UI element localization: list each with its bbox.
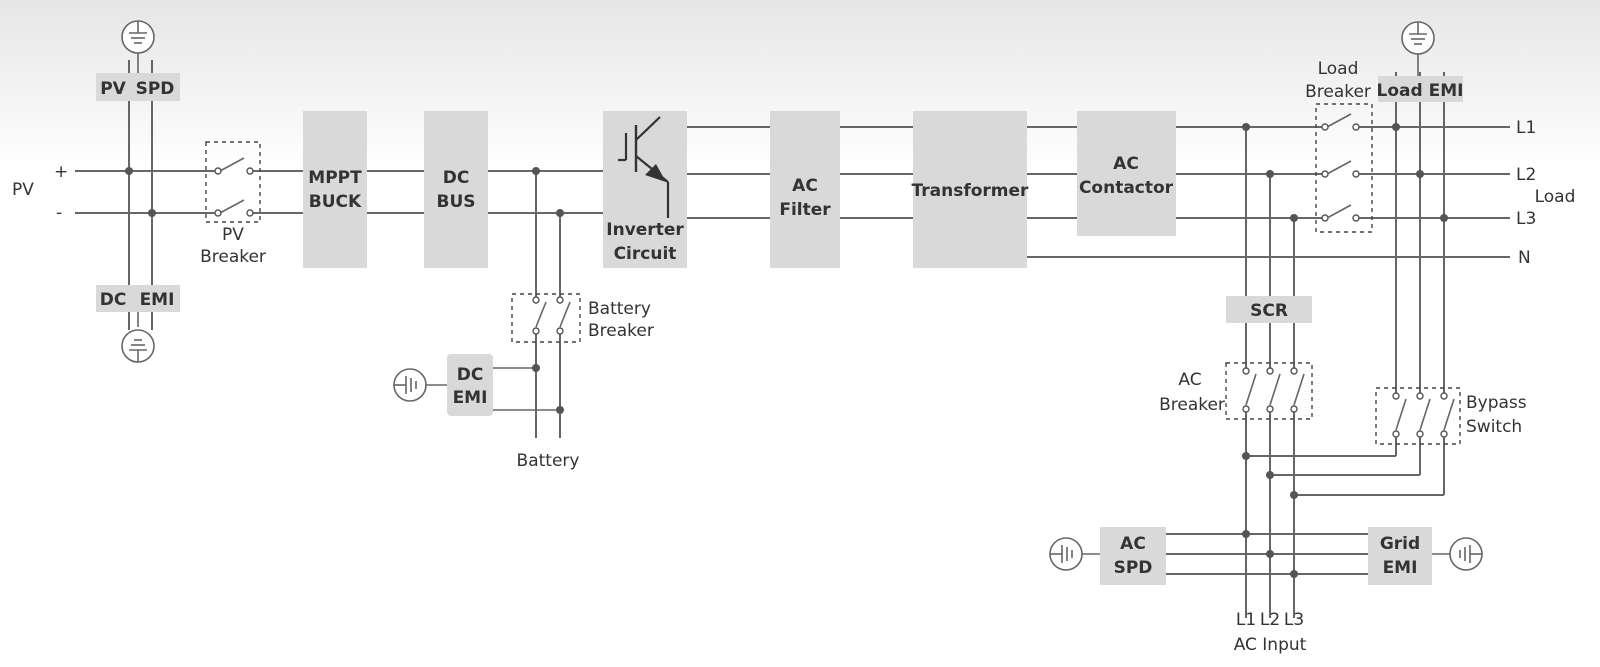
bypass-switch: [1375, 387, 1461, 445]
inverter-circuit-block: Inverter Circuit: [603, 111, 687, 268]
transformer-label: Transformer: [912, 181, 1030, 201]
dc-emi-battery-label-2: EMI: [453, 388, 488, 408]
switch-icon: [214, 157, 254, 175]
load-breaker: [1315, 103, 1373, 233]
bypass-switch-label-2: Switch: [1466, 417, 1522, 437]
plus-label: +: [54, 162, 68, 182]
switch-icon: [1392, 392, 1407, 438]
pv-breaker-label-1: PV: [222, 225, 244, 245]
grid-emi-block: Grid EMI: [1368, 527, 1432, 585]
dc-emi-battery-block: DC EMI: [447, 354, 493, 416]
inverter-label: Inverter: [606, 220, 684, 240]
mppt-buck-block: MPPT BUCK: [303, 111, 367, 268]
load-breaker-label-1: Load: [1318, 59, 1359, 79]
ac-contactor-label-2: Contactor: [1079, 178, 1174, 198]
transformer-block: Transformer: [912, 111, 1030, 268]
pv-spd-label-2: SPD: [136, 79, 175, 99]
ac-spd-block: AC SPD: [1100, 527, 1166, 585]
output-n-label: N: [1518, 248, 1531, 268]
grid-emi-label-2: EMI: [1383, 558, 1418, 578]
battery-breaker-label-1: Battery: [588, 299, 651, 319]
dc-bus-label-2: BUS: [436, 192, 475, 212]
switch-icon: [1266, 367, 1281, 413]
load-breaker-label-2: Breaker: [1305, 82, 1371, 102]
switch-icon: [1440, 392, 1455, 438]
switch-icon: [1242, 367, 1257, 413]
dc-emi-battery-label-1: DC: [457, 365, 484, 385]
ac-contactor-block: AC Contactor: [1077, 111, 1176, 236]
switch-icon: [214, 199, 254, 217]
switch-icon: [1290, 367, 1305, 413]
ac-input-label: AC Input: [1234, 635, 1307, 655]
ac-filter-label-2: Filter: [779, 200, 831, 220]
dc-bus-label-1: DC: [443, 168, 470, 188]
output-l3-label: L3: [1516, 209, 1536, 229]
scr-label: SCR: [1250, 301, 1288, 321]
battery-breaker-label-2: Breaker: [588, 321, 654, 341]
pv-spd-label-1: PV: [100, 79, 126, 99]
buck-label: BUCK: [309, 192, 362, 212]
circuit-label: Circuit: [614, 244, 677, 264]
ac-breaker-label-2: Breaker: [1159, 395, 1225, 415]
ac-filter-block: AC Filter: [770, 111, 840, 268]
grid-emi-label-1: Grid: [1380, 534, 1420, 554]
scr-block: SCR: [1226, 296, 1312, 323]
dc-emi-label-2: EMI: [140, 290, 175, 310]
ground-icon: [121, 20, 155, 54]
pv-breaker-label-2: Breaker: [200, 247, 266, 267]
ground-icon: [121, 329, 155, 363]
ac-input-l1-label: L1: [1236, 610, 1256, 630]
switch-icon: [532, 296, 547, 335]
dc-emi-label-1: DC: [100, 290, 127, 310]
ground-icon: [1401, 21, 1435, 55]
ground-icon: [1049, 537, 1083, 571]
load-label: Load: [1535, 187, 1576, 207]
wires: [75, 52, 1510, 618]
load-emi-label: Load EMI: [1377, 81, 1464, 101]
load-emi-block: Load EMI: [1377, 76, 1464, 102]
ac-breaker-label-1: AC: [1178, 370, 1201, 390]
dc-bus-block: DC BUS: [424, 111, 488, 268]
switch-icon: [1321, 160, 1360, 178]
bypass-switch-label-1: Bypass: [1466, 393, 1527, 413]
switch-icon: [1321, 204, 1360, 222]
pv-spd-block: PV SPD: [96, 73, 180, 101]
battery-breaker: [511, 293, 581, 343]
switch-icon: [1416, 392, 1431, 438]
ac-spd-label-2: SPD: [1114, 558, 1153, 578]
switch-icon: [1321, 113, 1360, 131]
ground-icon: [393, 368, 427, 402]
ac-breaker: [1225, 362, 1313, 420]
ac-spd-label-1: AC: [1120, 534, 1146, 554]
pv-breaker: [205, 141, 261, 223]
battery-label: Battery: [517, 451, 580, 471]
ac-input-l2-label: L2: [1260, 610, 1280, 630]
junction-dots: [125, 123, 1448, 578]
output-l2-label: L2: [1516, 165, 1536, 185]
ac-filter-label-1: AC: [792, 176, 818, 196]
ac-contactor-label-1: AC: [1113, 154, 1139, 174]
dc-emi-top-block: DC EMI: [96, 285, 180, 312]
ac-input-l3-label: L3: [1284, 610, 1304, 630]
minus-label: -: [56, 203, 62, 223]
mppt-label: MPPT: [308, 168, 362, 188]
pv-label: PV: [12, 180, 34, 200]
igbt-icon: [618, 116, 670, 218]
output-l1-label: L1: [1516, 118, 1536, 138]
switch-icon: [556, 296, 571, 335]
ground-icon: [1449, 537, 1483, 571]
